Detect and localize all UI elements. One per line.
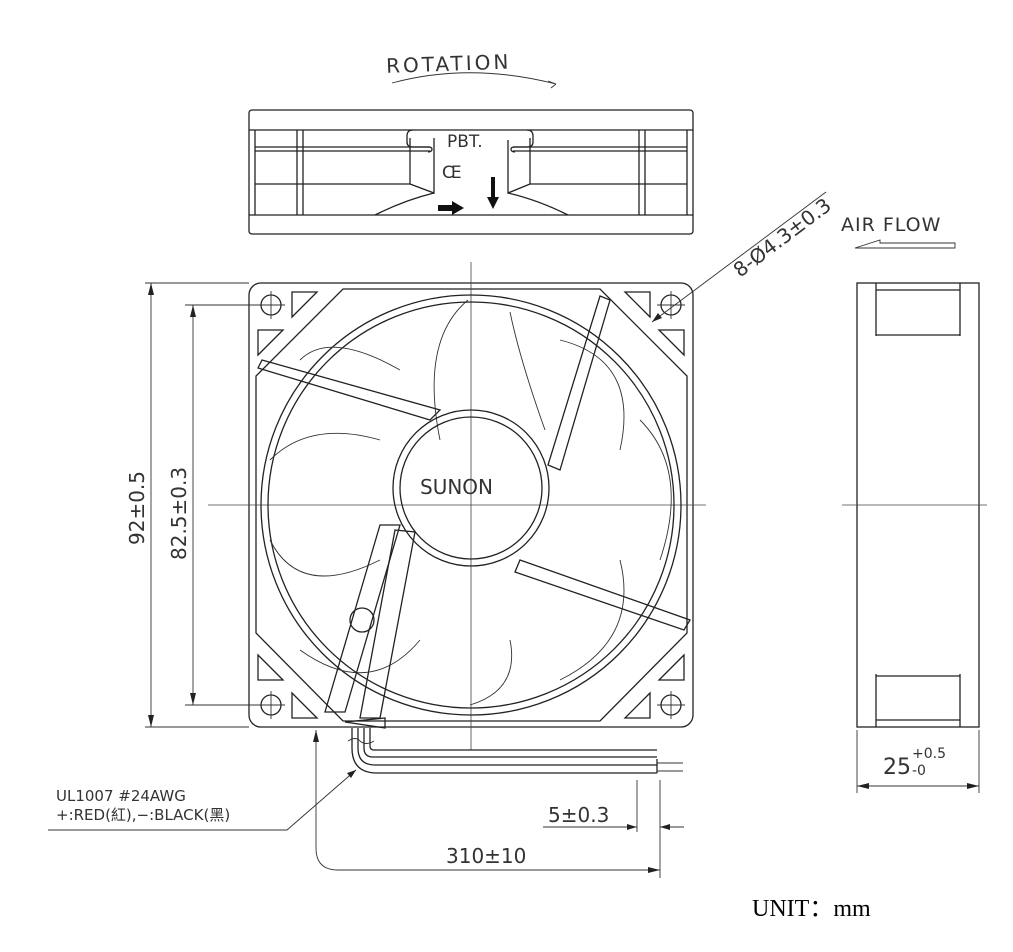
air-flow-label: AIR FLOW [841,214,941,236]
wire-spec-line2: +:RED(紅),−:BLACK(黑) [56,806,230,824]
side-view: AIR FLOW 25 +0.5 -0 [841,214,987,793]
lead-length-dimension: 310±10 [446,844,526,868]
thickness-tolerance-plus: +0.5 [912,746,946,762]
mounting-hole-icon [657,291,685,319]
air-flow-arrow-icon [854,239,956,249]
unit-label: UNIT：mm [752,896,871,922]
rotation-direction-arrow-icon [438,201,464,215]
frame-size-dimension: 92±0.5 [125,471,149,545]
mounting-hole-icon [657,691,685,719]
thickness-tolerance-minus: -0 [912,763,926,779]
mounting-hole-icon [257,291,285,319]
airflow-direction-arrow-icon [487,177,499,209]
brand-label: SUNON [420,475,493,499]
strip-length-dimension: 5±0.3 [548,803,609,827]
wire-spec-line1: UL1007 #24AWG [56,787,186,805]
dimensions: 92±0.5 82.5±0.3 8-Ø4.3±0.3 5±0.3 310±10 … [48,191,836,878]
hole-dimension: 8-Ø4.3±0.3 [729,193,836,282]
mounting-hole-icon [257,691,285,719]
thickness-dimension: 25 [883,755,911,780]
rotation-arrow-icon [391,72,557,85]
hole-pitch-dimension: 82.5±0.3 [167,467,191,560]
ce-mark-icon: CE [442,163,461,183]
mounting-holes [257,291,685,719]
top-view: ROTATION PBT. CE [248,50,694,235]
front-view: SUNON [208,262,706,774]
material-label: PBT. [447,132,483,152]
